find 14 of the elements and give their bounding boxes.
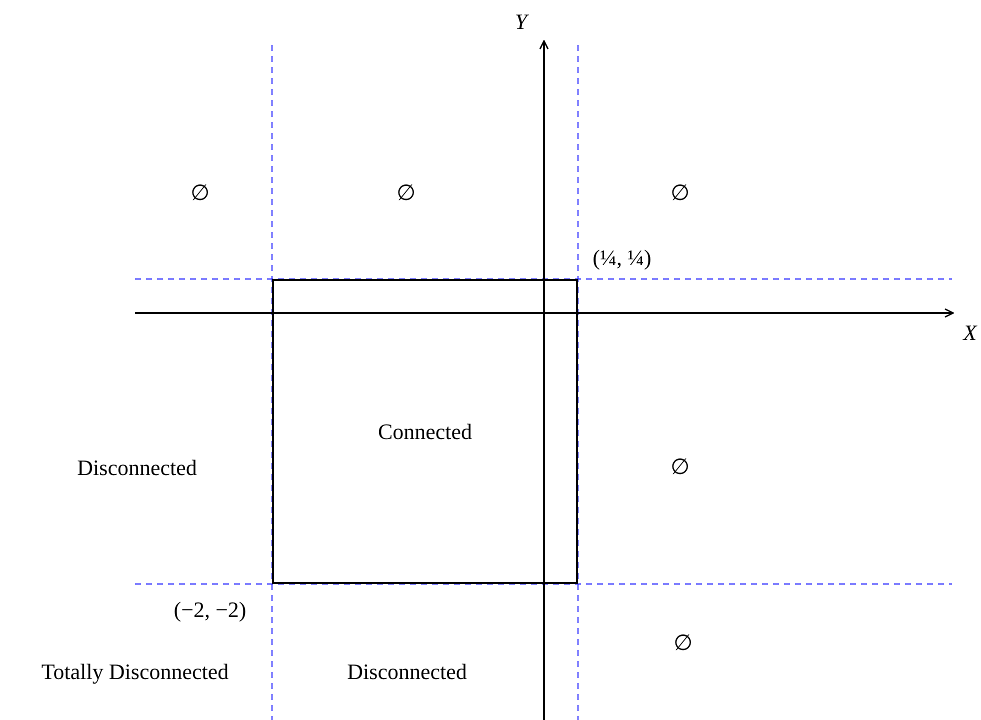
region-label: Totally Disconnected bbox=[41, 659, 229, 685]
region-label: Disconnected bbox=[77, 455, 197, 481]
empty-set-symbol: ∅ bbox=[190, 180, 210, 206]
region-label: Disconnected bbox=[347, 659, 467, 685]
axis-label: X bbox=[963, 320, 977, 346]
region-label: Connected bbox=[378, 418, 472, 444]
empty-set-symbol: ∅ bbox=[674, 630, 692, 656]
axis-label: Y bbox=[514, 9, 528, 35]
empty-set-symbol: ∅ bbox=[670, 180, 690, 206]
empty-set-symbol: ∅ bbox=[670, 454, 690, 480]
point-label: (−2, −2) bbox=[174, 597, 246, 623]
region-box bbox=[272, 279, 578, 584]
empty-set-symbol: ∅ bbox=[396, 180, 416, 206]
point-label: (¼, ¼) bbox=[592, 245, 652, 271]
